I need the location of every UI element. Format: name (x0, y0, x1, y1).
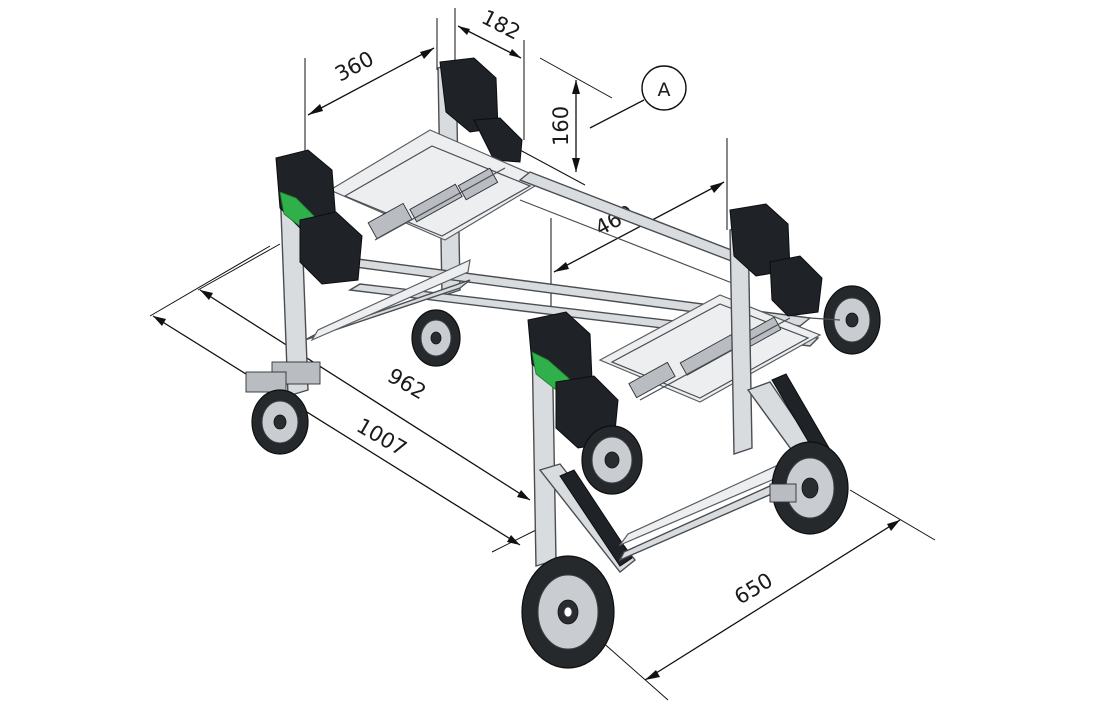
dimension-650: 650 (599, 489, 936, 701)
dimension-label-360: 360 (331, 46, 378, 86)
wheel-far-right (809, 285, 881, 355)
post-front-left (271, 149, 363, 397)
caster-front-left (245, 371, 309, 455)
dimension-label-1007: 1007 (353, 414, 411, 462)
lower-tray (598, 294, 822, 403)
callout-a: A (589, 65, 687, 129)
dimension-160: 160 (519, 57, 613, 186)
dimension-1007: 1007 (149, 245, 541, 553)
wheel-front-small (581, 425, 643, 495)
post-front-right (527, 311, 636, 573)
upper-tray (328, 129, 547, 241)
wheel-rear-left (411, 309, 461, 367)
wheel-front-large (521, 555, 615, 669)
callout-circle (641, 65, 687, 111)
callout-label: A (658, 79, 671, 101)
dimension-label-650: 650 (730, 568, 777, 609)
dimension-label-182: 182 (478, 5, 525, 45)
trolley (271, 57, 837, 573)
bottom-cross-bar-lower (618, 474, 793, 562)
dimension-label-160: 160 (549, 106, 573, 146)
wheel-rear-right-large (769, 441, 849, 535)
dimension-label-962: 962 (384, 364, 431, 405)
cross-tube-left (310, 258, 471, 342)
dimension-182: 182 (454, 5, 525, 140)
